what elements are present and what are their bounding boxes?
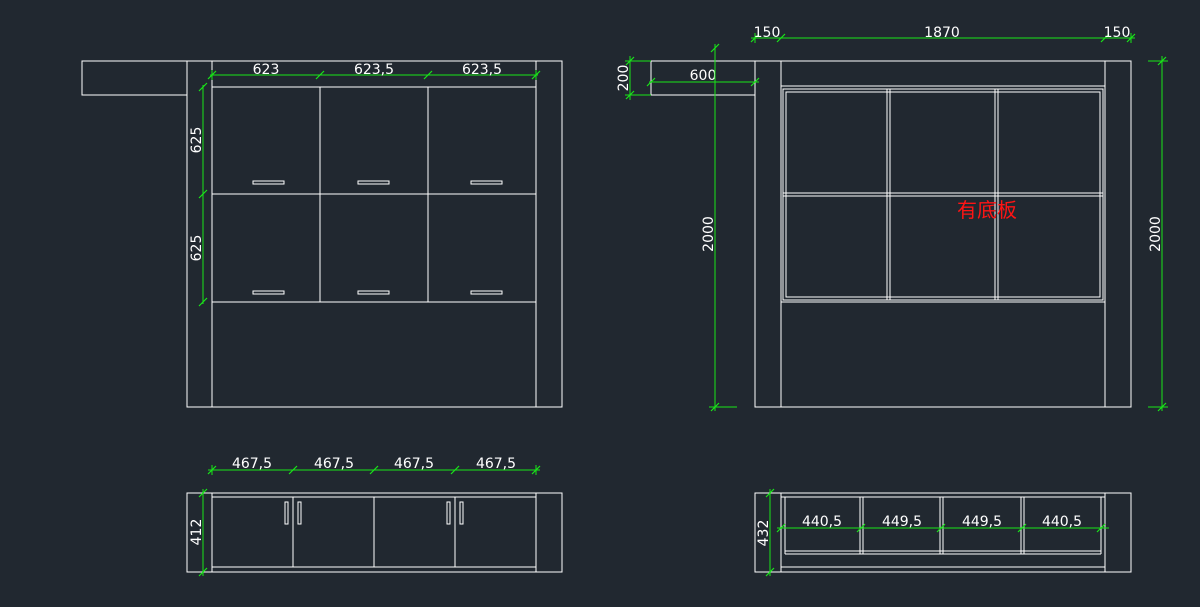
cubby-grid-outer bbox=[782, 88, 1104, 301]
dim-tick bbox=[646, 77, 656, 87]
shelf-width-label: 449,5 bbox=[962, 514, 1002, 530]
dim-tick bbox=[765, 488, 775, 498]
top-width-label: 150 bbox=[754, 25, 781, 41]
dim-tick bbox=[625, 90, 635, 100]
shelf-cabinet-frame bbox=[754, 492, 1132, 573]
upper-ledge-left bbox=[81, 60, 188, 96]
width-label: 623,5 bbox=[462, 62, 502, 78]
dim-tick bbox=[625, 56, 635, 66]
handle bbox=[252, 290, 285, 295]
ledge-height-label: 200 bbox=[616, 65, 632, 92]
lower-height-label: 412 bbox=[189, 519, 205, 546]
top-width-label: 1870 bbox=[924, 25, 960, 41]
dim-tick bbox=[315, 70, 325, 80]
shelf-width-label: 449,5 bbox=[882, 514, 922, 530]
dim-tick bbox=[1100, 33, 1110, 43]
dim-tick bbox=[856, 523, 866, 533]
door-handle bbox=[459, 501, 464, 525]
annotation-note: 有底板 bbox=[957, 198, 1017, 222]
dim-tick bbox=[369, 465, 379, 475]
dim-tick bbox=[1157, 56, 1167, 66]
handle bbox=[470, 180, 503, 185]
dim-tick bbox=[1017, 523, 1027, 533]
dim-tick bbox=[198, 297, 208, 307]
side-lower-cabinet bbox=[754, 492, 1132, 573]
dim-tick bbox=[450, 465, 460, 475]
top-width-label: 150 bbox=[1104, 25, 1131, 41]
lower-width-label: 467,5 bbox=[314, 456, 354, 472]
lower-width-label: 467,5 bbox=[394, 456, 434, 472]
dim-tick bbox=[288, 465, 298, 475]
handle bbox=[252, 180, 285, 185]
shelf-height-label: 432 bbox=[756, 520, 772, 547]
handle bbox=[357, 180, 390, 185]
dim-tick bbox=[936, 523, 946, 533]
dim-tick bbox=[531, 70, 541, 80]
front-upper-cabinet bbox=[81, 60, 563, 408]
shelf-width-label: 440,5 bbox=[802, 514, 842, 530]
height-label-right: 2000 bbox=[1148, 216, 1164, 252]
dim-tick bbox=[710, 43, 720, 53]
dim-tick bbox=[1157, 402, 1167, 412]
side-upper-dimensions: 150 1870 150 600 200 2000 2000 bbox=[616, 25, 1168, 412]
dim-tick bbox=[198, 488, 208, 498]
lower-width-label: 467,5 bbox=[232, 456, 272, 472]
dim-tick bbox=[776, 33, 786, 43]
dim-tick bbox=[710, 402, 720, 412]
handle bbox=[357, 290, 390, 295]
dim-tick bbox=[198, 82, 208, 92]
dim-tick bbox=[198, 189, 208, 199]
height-label: 625 bbox=[189, 127, 205, 154]
dim-tick bbox=[765, 567, 775, 577]
dim-tick bbox=[776, 523, 786, 533]
dim-tick bbox=[750, 33, 760, 43]
dim-tick bbox=[1096, 523, 1106, 533]
door-handle bbox=[297, 501, 302, 525]
width-label: 623 bbox=[253, 62, 280, 78]
side-lower-dimensions: 440,5 449,5 449,5 440,5 432 bbox=[756, 488, 1109, 577]
ledge-depth-label: 600 bbox=[690, 68, 717, 84]
dim-tick bbox=[198, 567, 208, 577]
side-cabinet-frame bbox=[754, 60, 1132, 408]
door-handle bbox=[446, 501, 451, 525]
dim-tick bbox=[1126, 33, 1136, 43]
door-handle bbox=[284, 501, 289, 525]
front-upper-dimensions: 623 623,5 623,5 625 625 bbox=[189, 62, 541, 307]
dim-tick bbox=[531, 465, 541, 475]
front-lower-dimensions: 467,5 467,5 467,5 467,5 412 bbox=[189, 456, 541, 577]
height-label-left: 2000 bbox=[701, 216, 717, 252]
dim-tick bbox=[207, 70, 217, 80]
lower-cabinet-frame bbox=[186, 492, 563, 573]
dim-tick bbox=[750, 77, 760, 87]
front-lower-cabinet bbox=[186, 492, 563, 573]
handle bbox=[470, 290, 503, 295]
dim-tick bbox=[423, 70, 433, 80]
cubby-grid-inner bbox=[785, 91, 1101, 298]
lower-width-label: 467,5 bbox=[476, 456, 516, 472]
side-upper-cabinet: 有底板 bbox=[650, 60, 1132, 408]
height-label: 625 bbox=[189, 235, 205, 262]
width-label: 623,5 bbox=[354, 62, 394, 78]
upper-cabinet-frame bbox=[186, 60, 563, 408]
dim-tick bbox=[207, 465, 217, 475]
shelf-width-label: 440,5 bbox=[1042, 514, 1082, 530]
